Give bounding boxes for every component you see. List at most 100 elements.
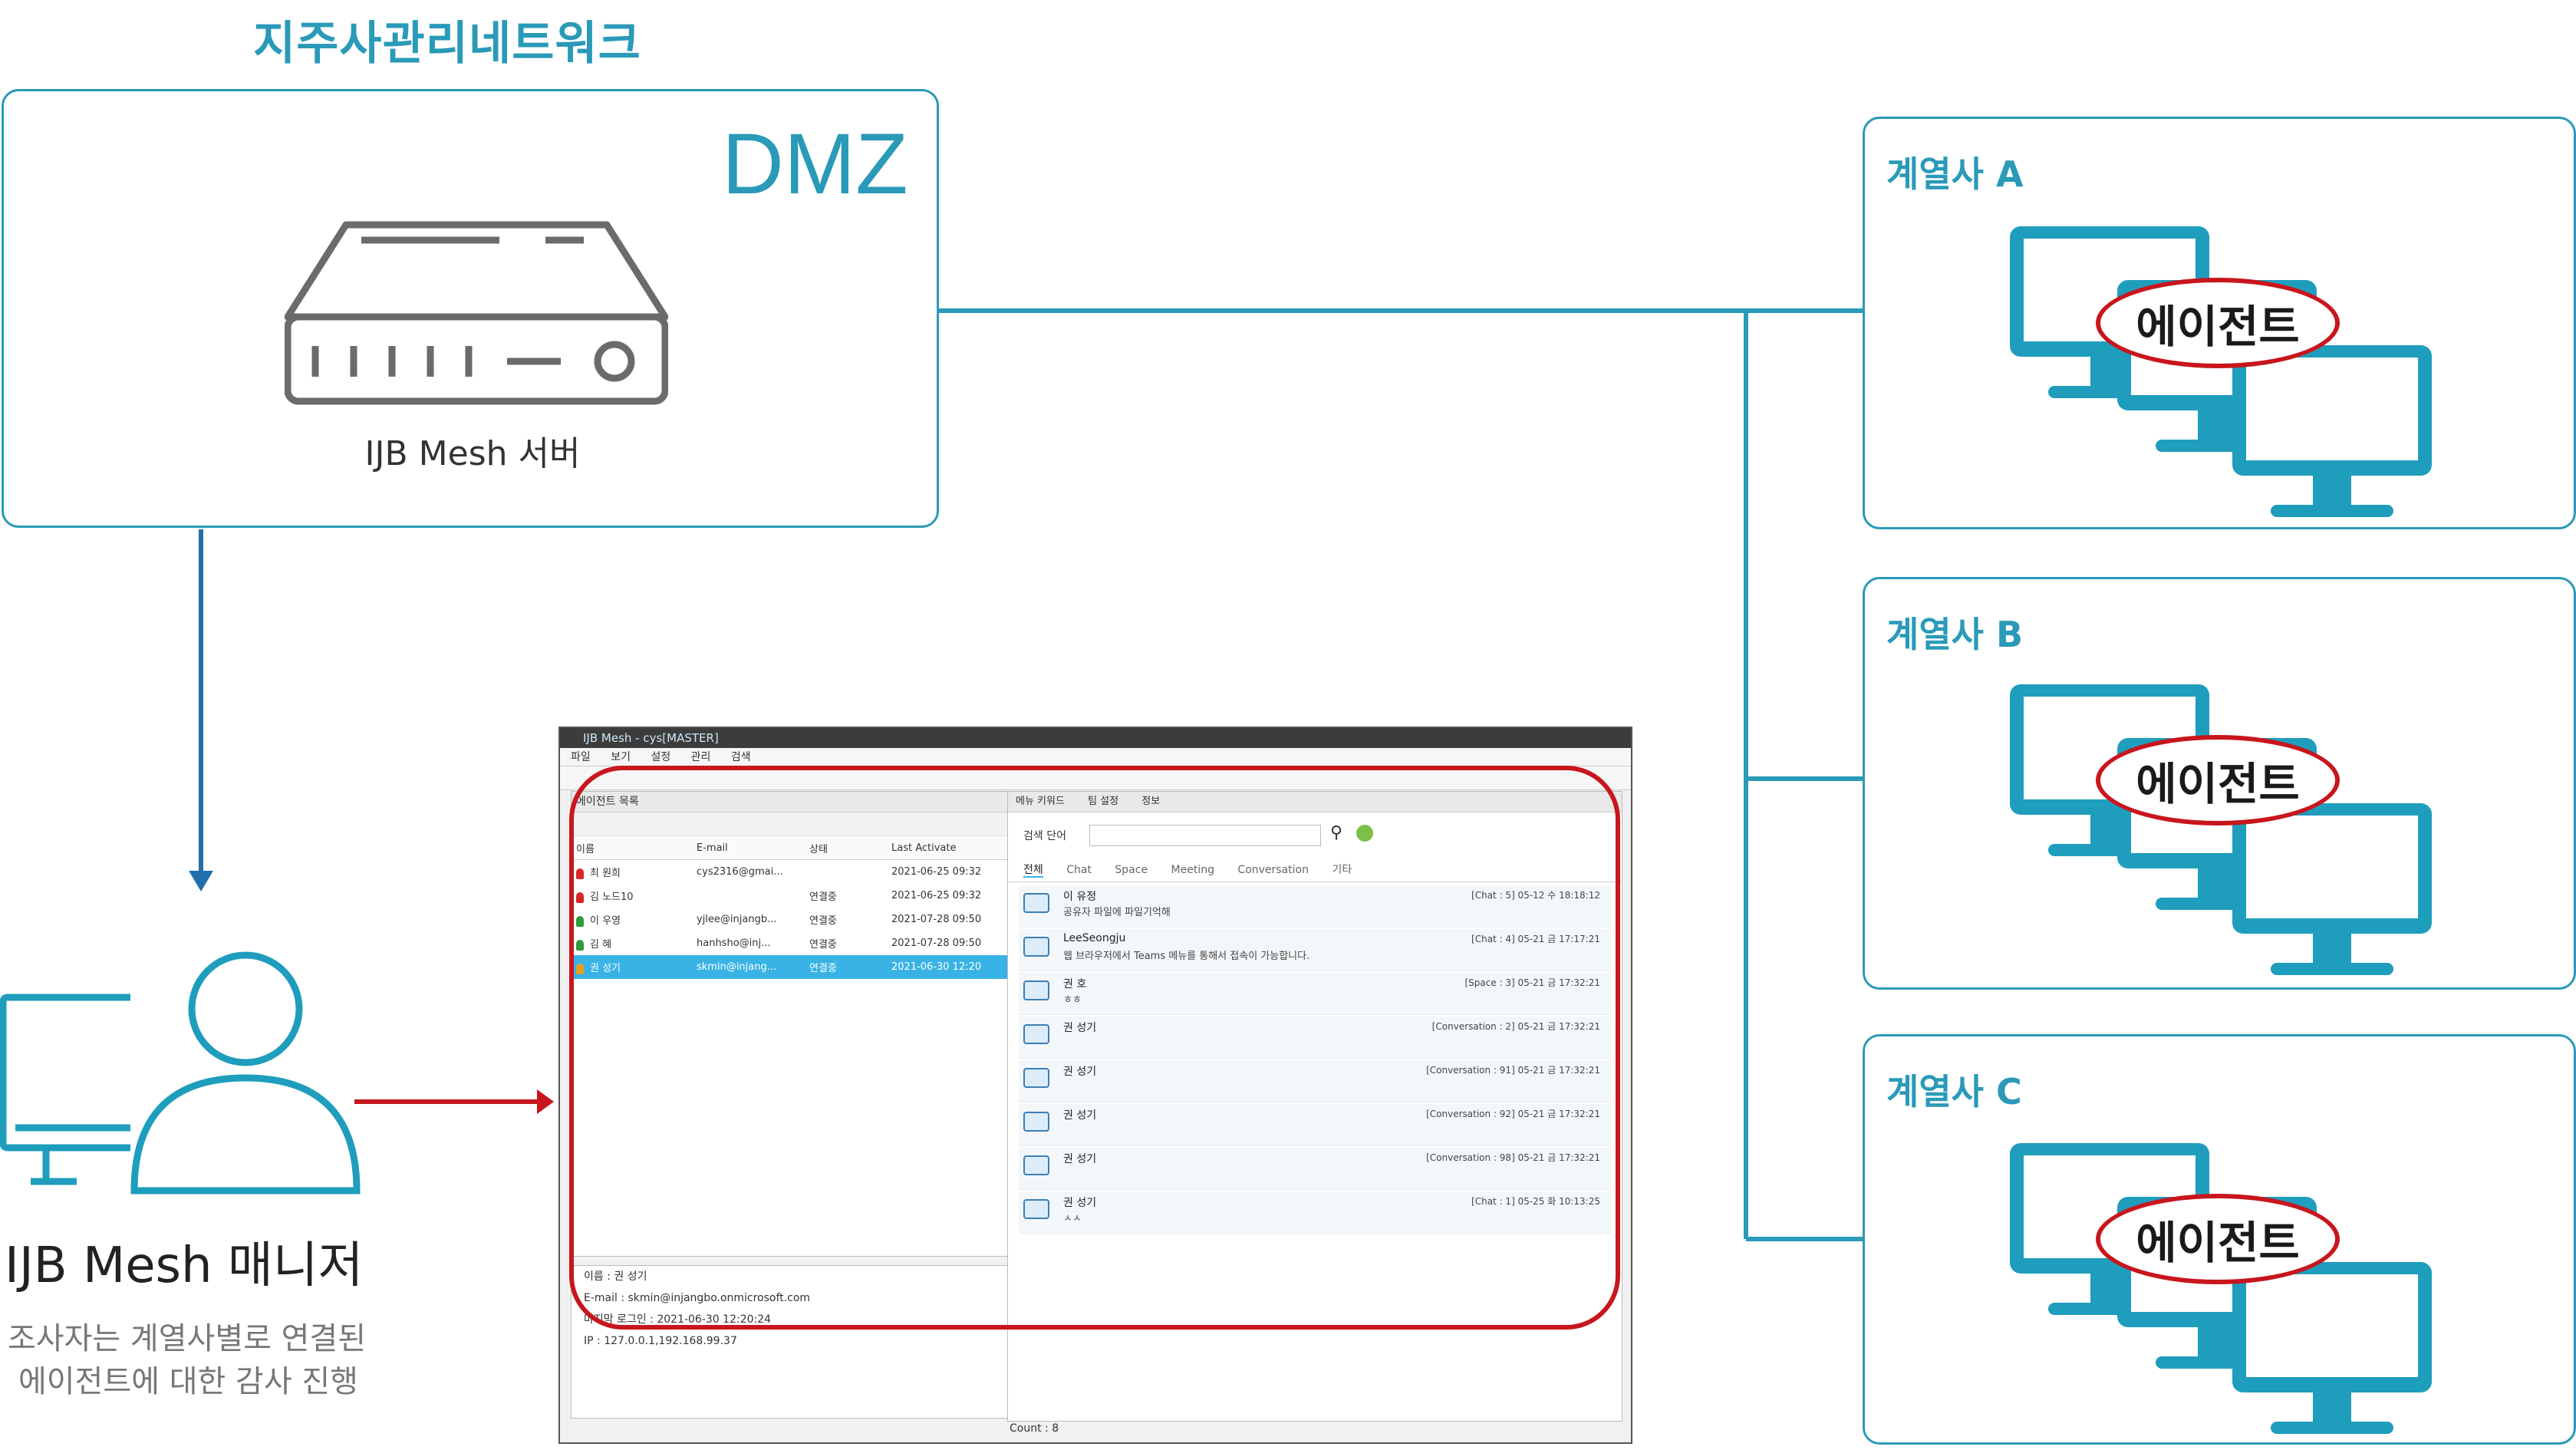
agent-label: 에이전트 bbox=[2096, 735, 2340, 826]
user-status-icon bbox=[576, 915, 584, 927]
sender-name: 권 성기 bbox=[1063, 1109, 1097, 1122]
tab-chat[interactable]: Chat bbox=[1066, 864, 1092, 876]
menu-bar: 파일 보기 설정 관리 검색 bbox=[560, 748, 1631, 766]
category-tabs: 전체 Chat Space Meeting Conversation 기타 bbox=[1008, 858, 1622, 882]
sender-name: 권 성기 bbox=[1063, 1153, 1097, 1165]
cell-text: 2021-06-25 09:32 bbox=[891, 866, 982, 878]
menu-item[interactable]: 보기 bbox=[611, 751, 631, 763]
search-icon[interactable]: ⚲ bbox=[1330, 823, 1343, 842]
list-item[interactable]: 권 성기 [Conversation : 92] 05-21 금 17:32:21 bbox=[1019, 1104, 1611, 1146]
tab-info[interactable]: 정보 bbox=[1141, 796, 1161, 807]
tab-all[interactable]: 전체 bbox=[1023, 864, 1043, 878]
pane-tabs: 메뉴 키워드 팀 설정 정보 bbox=[1008, 792, 1622, 812]
manager-description: 에이전트에 대한 감사 진행 bbox=[18, 1364, 358, 1399]
refresh-icon[interactable] bbox=[1356, 825, 1373, 842]
tab-team-settings[interactable]: 팀 설정 bbox=[1088, 796, 1119, 807]
table-cell: 2021-06-30 12:20 bbox=[887, 955, 1009, 979]
message-meta: [Conversation : 91] 05-21 금 17:32:21 bbox=[1426, 1065, 1600, 1076]
sender-name: 권 호 bbox=[1063, 978, 1087, 990]
menu-item[interactable]: 검색 bbox=[730, 751, 751, 763]
table-row[interactable]: 김 노드10 연결중 2021-06-25 09:32 bbox=[572, 884, 1009, 908]
agent-info-pane: 이름 : 권 성기 E-mail : skmin@injangbo.onmicr… bbox=[571, 1265, 1008, 1419]
server-label: IJB Mesh 서버 bbox=[364, 434, 581, 473]
column-header[interactable]: 상태 bbox=[805, 836, 887, 860]
affiliate-title: 계열사 B bbox=[1886, 614, 2024, 655]
tab-keyword[interactable]: 메뉴 키워드 bbox=[1016, 796, 1065, 807]
cell-text: 김 노드10 bbox=[590, 891, 634, 903]
monitors-icon bbox=[2010, 226, 2432, 517]
message-icon bbox=[1023, 1024, 1049, 1044]
message-text: 웹 브라우저에서 Teams 메뉴를 통해서 접속이 가능합니다. bbox=[1063, 951, 1310, 962]
agent-label: 에이전트 bbox=[2096, 1194, 2340, 1284]
table-cell: 연결중 bbox=[805, 884, 887, 908]
sender-name: 이 유정 bbox=[1063, 891, 1097, 903]
sender-name: 권 성기 bbox=[1063, 1066, 1097, 1078]
message-meta: [Conversation : 92] 05-21 금 17:32:21 bbox=[1426, 1109, 1600, 1119]
table-cell: 연결중 bbox=[805, 955, 887, 979]
dmz-zone: DMZ IJB Mesh 서버 bbox=[2, 89, 939, 528]
message-pane: 메뉴 키워드 팀 설정 정보 검색 단어 ⚲ 전체 Chat Space Mee… bbox=[1007, 791, 1622, 1422]
message-icon bbox=[1023, 1112, 1049, 1132]
list-item[interactable]: 권 성기 [Conversation : 98] 05-21 금 17:32:21 bbox=[1019, 1148, 1611, 1190]
sender-name: 권 성기 bbox=[1063, 1022, 1097, 1034]
affiliate-title: 계열사 A bbox=[1886, 153, 2024, 195]
table-cell: 연결중 bbox=[805, 908, 887, 931]
info-line: IP : 127.0.0.1,192.168.99.37 bbox=[584, 1335, 737, 1347]
list-item[interactable]: LeeSeongju 웹 브라우저에서 Teams 메뉴를 통해서 접속이 가능합… bbox=[1019, 929, 1611, 971]
cell-text: 연결중 bbox=[809, 963, 837, 974]
cell-text: 2021-06-30 12:20 bbox=[891, 961, 982, 973]
agent-filter-row[interactable] bbox=[572, 812, 1009, 836]
toolbar bbox=[560, 766, 1631, 790]
table-cell: 연결중 bbox=[805, 931, 887, 955]
cell-text: hanhsho@inj... bbox=[697, 938, 771, 949]
list-item[interactable]: 권 성기 [Conversation : 91] 05-21 금 17:32:21 bbox=[1019, 1060, 1611, 1102]
table-cell: 2021-07-28 09:50 bbox=[887, 908, 1009, 931]
menu-item[interactable]: 설정 bbox=[651, 751, 671, 763]
cell-text: skmin@injang... bbox=[697, 961, 777, 973]
message-icon bbox=[1023, 1068, 1049, 1088]
message-meta: [Conversation : 98] 05-21 금 17:32:21 bbox=[1426, 1152, 1600, 1163]
column-header[interactable]: E-mail bbox=[692, 836, 805, 860]
monitors-icon bbox=[2010, 684, 2432, 975]
column-header[interactable]: 이름 bbox=[572, 836, 692, 860]
cell-text: 2021-06-25 09:32 bbox=[891, 890, 982, 901]
table-cell: 2021-06-25 09:32 bbox=[887, 860, 1009, 885]
info-line: E-mail : skmin@injangbo.onmicrosoft.com bbox=[584, 1292, 811, 1304]
tab-meeting[interactable]: Meeting bbox=[1171, 864, 1214, 876]
monitors-icon bbox=[2010, 1143, 2432, 1434]
message-meta: [Conversation : 2] 05-21 금 17:32:21 bbox=[1431, 1021, 1600, 1032]
tab-etc[interactable]: 기타 bbox=[1332, 864, 1352, 876]
message-icon bbox=[1023, 1155, 1049, 1175]
message-icon bbox=[1023, 893, 1049, 913]
menu-item[interactable]: 파일 bbox=[571, 751, 591, 763]
tab-conversation[interactable]: Conversation bbox=[1237, 864, 1309, 876]
tab-space[interactable]: Space bbox=[1115, 864, 1148, 876]
message-meta: [Chat : 4] 05-21 금 17:17:21 bbox=[1471, 934, 1600, 944]
cell-text: 김 혜 bbox=[590, 939, 612, 951]
table-cell: 최 원희 bbox=[572, 860, 692, 885]
table-cell: skmin@injang... bbox=[692, 955, 805, 979]
menu-item[interactable]: 관리 bbox=[690, 751, 711, 763]
table-cell: 2021-07-28 09:50 bbox=[887, 931, 1009, 955]
sender-name: LeeSeongju bbox=[1063, 932, 1126, 944]
cell-text: 최 원희 bbox=[590, 868, 621, 879]
user-status-icon bbox=[576, 891, 584, 903]
affiliate-title: 계열사 C bbox=[1886, 1071, 2022, 1112]
user-status-icon bbox=[576, 963, 584, 974]
cell-text: 연결중 bbox=[809, 939, 837, 951]
table-row[interactable]: 김 혜 hanhsho@inj... 연결중 2021-07-28 09:50 bbox=[572, 931, 1009, 955]
message-icon bbox=[1023, 937, 1049, 957]
search-input[interactable] bbox=[1089, 825, 1321, 846]
list-item[interactable]: 권 성기 [Conversation : 2] 05-21 금 17:32:21 bbox=[1019, 1017, 1611, 1059]
cell-text: yjlee@injangb... bbox=[697, 914, 777, 925]
column-header[interactable]: Last Activate bbox=[887, 836, 1009, 860]
manager-user-icon bbox=[0, 951, 361, 1195]
